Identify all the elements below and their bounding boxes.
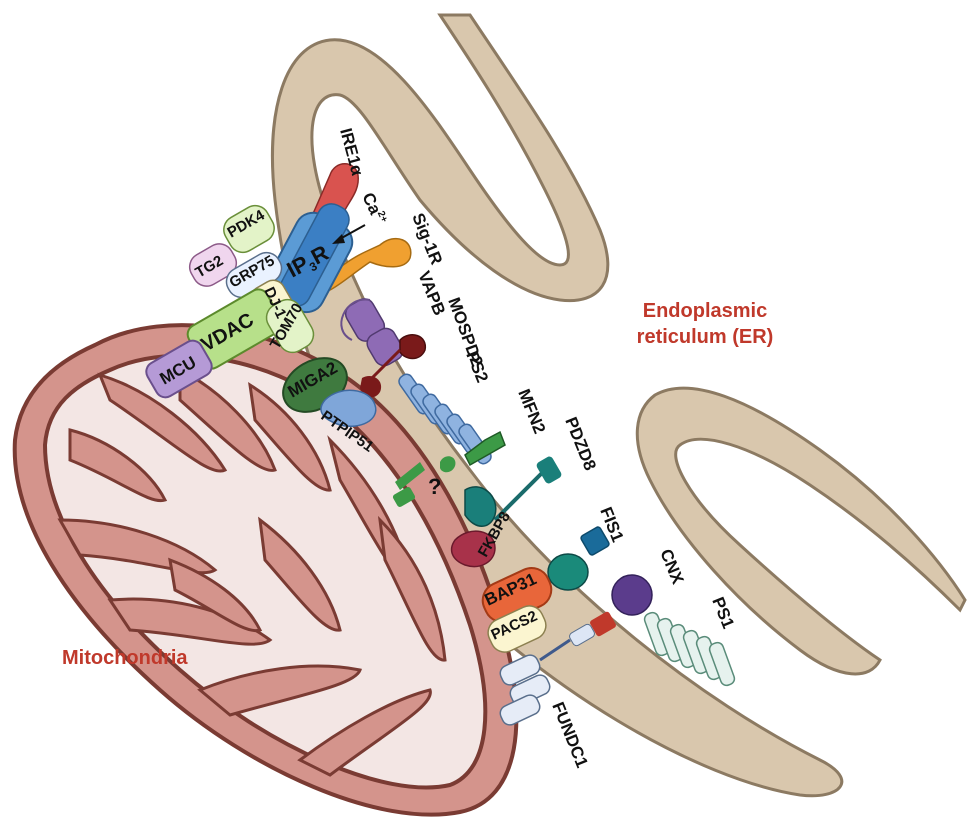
ps2-label: PS2	[462, 348, 492, 385]
svg-text:Ca2+: Ca2+	[358, 190, 389, 228]
ca-label: Ca2+	[358, 190, 389, 228]
er-lower-tube	[637, 388, 965, 674]
vapb-label: VAPB	[414, 268, 449, 318]
fis1-body	[548, 554, 588, 590]
fundc1-label: FUNDC1	[548, 699, 591, 770]
cnx-shape	[612, 575, 652, 615]
mospd2-shape	[400, 335, 425, 359]
er-label-line2: reticulum (ER)	[637, 326, 774, 348]
question-label: ?	[428, 474, 441, 499]
mito-label: Mitochondria	[62, 647, 188, 669]
cnx-label: CNX	[656, 546, 687, 587]
pdzd8-label: PDZD8	[561, 414, 599, 473]
mitochondrion	[15, 325, 517, 814]
mfn2-label: MFN2	[514, 386, 549, 436]
er-label-line1: Endoplasmic	[643, 300, 767, 322]
pdzd8-shape	[465, 455, 563, 526]
ps1-label: PS1	[708, 594, 738, 631]
